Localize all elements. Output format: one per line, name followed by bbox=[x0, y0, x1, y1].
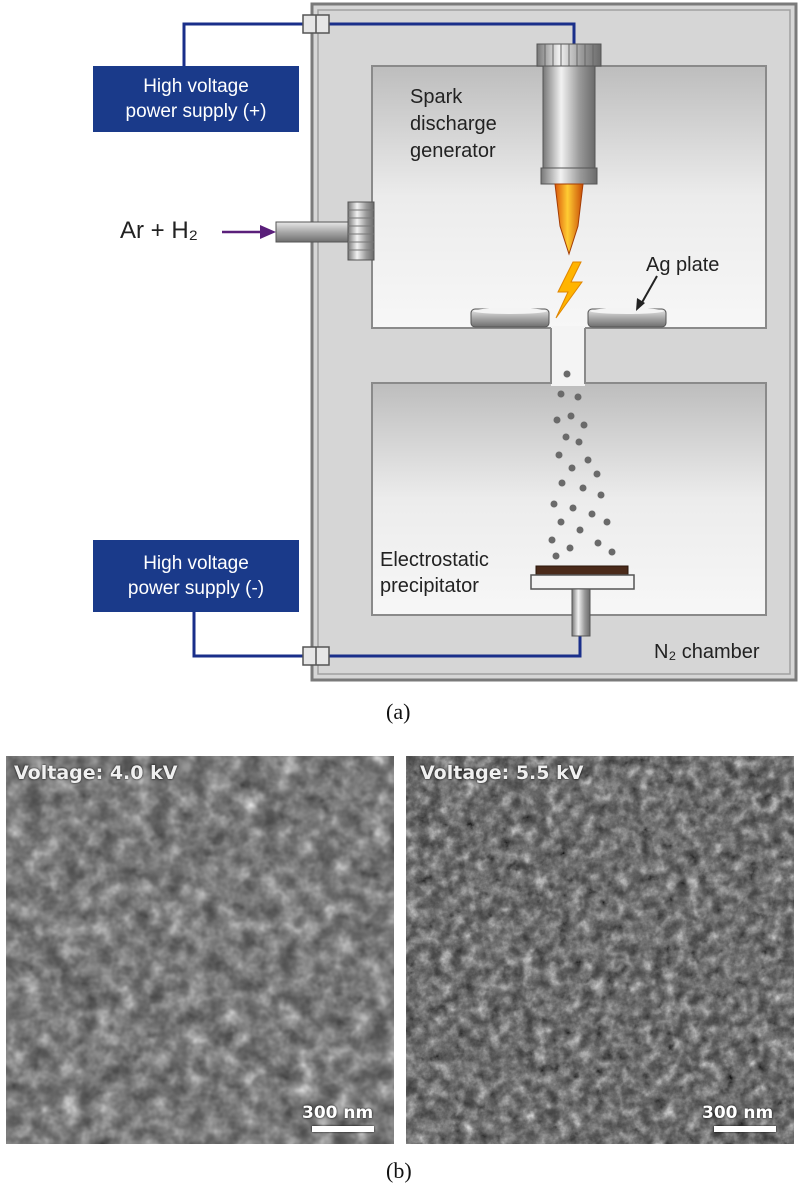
esp-line2: precipitator bbox=[380, 575, 479, 597]
gas-inlet-label: Ar + H₂ bbox=[120, 217, 198, 244]
ag-plate-right bbox=[587, 308, 667, 328]
spark-generator-label: Spark discharge generator bbox=[410, 84, 497, 165]
spark-bolt-icon bbox=[555, 261, 583, 319]
electrostatic-precipitator bbox=[530, 565, 635, 637]
sem-right-voltage: Voltage: 5.5 kV bbox=[420, 762, 584, 784]
sem-right-scale-label: 300 nm bbox=[702, 1103, 774, 1123]
ag-plate-pointer bbox=[639, 275, 658, 307]
sem-left-scale-label: 300 nm bbox=[302, 1103, 374, 1123]
sem-image-left bbox=[6, 756, 394, 1144]
ag-plate-left bbox=[470, 308, 550, 328]
ag-plate-label: Ag plate bbox=[646, 254, 720, 276]
sem-right-scale-bar bbox=[714, 1126, 776, 1132]
hv-plus-line2: power supply (+) bbox=[125, 101, 267, 122]
precipitator-label: Electrostatic precipitator bbox=[380, 547, 489, 599]
spark-line2: discharge bbox=[410, 113, 497, 135]
chamber-label: N₂ chamber bbox=[654, 641, 760, 663]
spark-line3: generator bbox=[410, 140, 496, 162]
hv-minus-line1: High voltage bbox=[143, 553, 249, 574]
sem-left-voltage: Voltage: 4.0 kV bbox=[14, 762, 178, 784]
hv-plus-line1: High voltage bbox=[143, 76, 249, 97]
hv-power-supply-positive: High voltage power supply (+) bbox=[93, 66, 299, 132]
hv-power-supply-negative: High voltage power supply (-) bbox=[93, 540, 299, 612]
esp-line1: Electrostatic bbox=[380, 549, 489, 571]
spark-line1: Spark bbox=[410, 86, 463, 108]
apparatus-diagram bbox=[182, 2, 798, 682]
caption-a: (a) bbox=[386, 699, 411, 724]
sem-image-right bbox=[406, 756, 794, 1144]
nanoparticles bbox=[548, 370, 616, 560]
gas-inlet bbox=[275, 201, 375, 261]
caption-b: (b) bbox=[386, 1158, 412, 1183]
hv-minus-line2: power supply (-) bbox=[127, 578, 265, 599]
electrode-assembly bbox=[536, 43, 602, 256]
sem-left-scale-bar bbox=[312, 1126, 374, 1132]
